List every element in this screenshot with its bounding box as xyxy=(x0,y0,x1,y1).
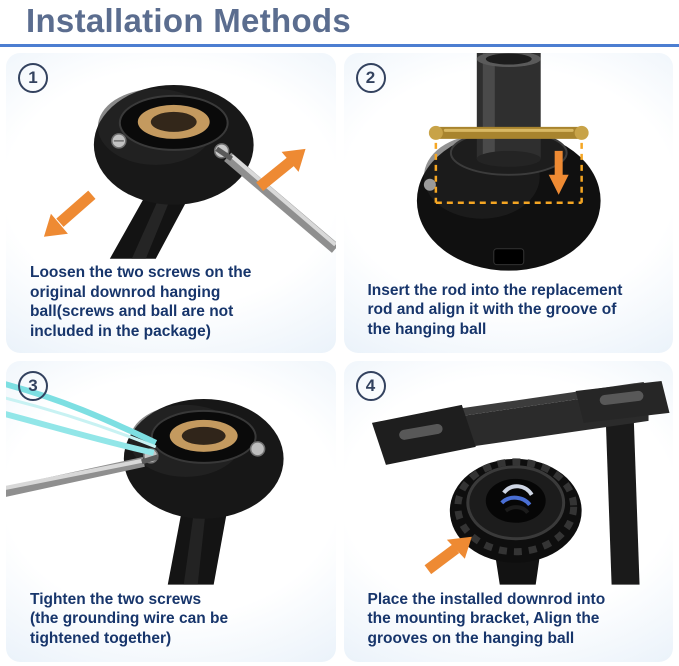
step-panel-4: 4 xyxy=(343,361,674,662)
step-photo-3 xyxy=(6,361,336,585)
step-caption-3: Tighten the two screws (the grounding wi… xyxy=(30,590,229,648)
step-number-3: 3 xyxy=(18,371,48,401)
fan-wires-icon xyxy=(499,484,533,515)
step-panel-3: 3 xyxy=(6,361,336,662)
brass-pin-icon xyxy=(428,125,589,140)
step-caption-2: Insert the rod into the replacement rod … xyxy=(367,281,623,339)
step-panel-1: 1 xyxy=(6,53,336,353)
step-number-4: 4 xyxy=(355,371,386,401)
step-number-4-label: 4 xyxy=(365,376,376,395)
page-title: Installation Methods xyxy=(26,2,352,39)
step-caption-4: Place the installed downrod into the mou… xyxy=(367,590,606,648)
mounting-bracket-icon xyxy=(371,380,670,585)
step-photo-2 xyxy=(344,53,674,275)
replacement-rod-icon xyxy=(476,53,541,167)
step-number-3-label: 3 xyxy=(28,376,38,395)
alignment-dashes-icon xyxy=(434,142,583,205)
hanging-ball-icon xyxy=(449,458,582,563)
screwdriver-icon xyxy=(6,454,159,497)
step-number-1-label: 1 xyxy=(28,68,38,87)
step-number-2: 2 xyxy=(355,63,386,93)
orange-arrow-icon xyxy=(43,148,306,237)
step-caption-1: Loosen the two screws on the original do… xyxy=(30,263,252,341)
screwdriver-icon xyxy=(215,146,336,253)
downrod-icon xyxy=(495,556,540,585)
orange-arrow-icon xyxy=(548,150,569,195)
header: Installation Methods xyxy=(0,0,679,40)
hanging-ball-icon xyxy=(123,398,284,519)
hanging-ball-icon xyxy=(93,84,254,205)
title-underline xyxy=(0,44,679,47)
step-panel-2: 2 xyxy=(343,53,674,353)
step-number-2-label: 2 xyxy=(365,68,376,87)
orange-arrow-icon xyxy=(424,536,472,575)
downrod-icon xyxy=(167,507,228,585)
steps-grid: 1 xyxy=(0,47,679,662)
step-number-1: 1 xyxy=(18,63,48,93)
step-photo-4 xyxy=(344,361,674,585)
step-photo-1 xyxy=(6,53,336,259)
